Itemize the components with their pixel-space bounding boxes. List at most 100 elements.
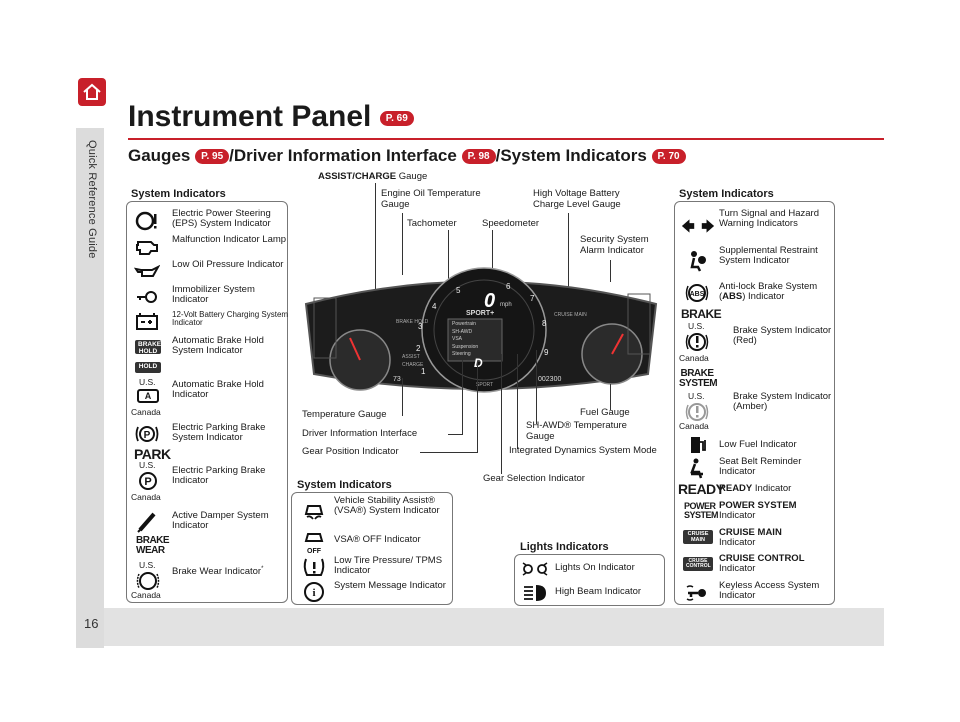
- power-system-text: Indicator: [719, 509, 756, 521]
- cluster-sport-label: SPORT: [476, 382, 494, 388]
- lights-item-label: Lights On Indicator: [555, 562, 635, 573]
- abs-icon: ABS: [683, 282, 711, 304]
- callout-security-alarm: Security System Alarm Indicator: [580, 234, 649, 256]
- airbag-icon: [683, 250, 711, 272]
- svg-text:P: P: [144, 430, 151, 441]
- instrument-cluster: 0 mph SPORT+ Powertrain SH-AWD VSA Suspe…: [298, 264, 664, 399]
- region-canada: Canada: [131, 407, 161, 417]
- callout-hv-battery: High Voltage Battery Charge Level Gauge: [533, 188, 621, 210]
- leader-line: [462, 360, 463, 435]
- power-system-bold: POWER SYSTEM: [719, 500, 797, 511]
- keyless-icon: [683, 582, 711, 604]
- right-item-label: Brake System Indicator (Red): [733, 325, 832, 346]
- sidebar-strip: [76, 128, 104, 648]
- region-us: U.S.: [139, 377, 156, 387]
- fuel-icon: [683, 434, 711, 456]
- lights-item-label: High Beam Indicator: [555, 586, 642, 597]
- cluster-graphic: [304, 267, 658, 393]
- brake-wear-badge: BRAKE WEAR: [136, 535, 170, 556]
- parking-brake-warning-icon: P: [133, 423, 161, 445]
- left-item-label: Brake Wear Indicator*: [172, 566, 292, 577]
- leader-line: [501, 354, 502, 474]
- right-item-label: Seat Belt Reminder Indicator: [719, 456, 802, 477]
- lights-on-icon: [521, 558, 549, 580]
- cluster-unit: mph: [500, 302, 512, 308]
- tach-number: 9: [544, 348, 549, 357]
- oil-can-icon: [133, 260, 161, 282]
- brake-wear-icon: [134, 570, 162, 592]
- right-panel-label: System Indicators: [679, 188, 774, 200]
- callout-driver-info: Driver Information Interface: [302, 428, 418, 439]
- high-beam-icon: [521, 582, 549, 604]
- key-icon: [133, 286, 161, 308]
- center-item-label: VSA® OFF Indicator: [334, 534, 421, 545]
- title-page-ref[interactable]: P. 69: [379, 110, 414, 126]
- leader-line: [610, 260, 611, 282]
- center-indicator-panel: Vehicle Stability Assist® (VSA®) System …: [291, 492, 453, 605]
- leader-line: [568, 213, 569, 331]
- leader-line: [517, 354, 518, 449]
- cluster-speed: 0: [484, 290, 496, 312]
- callout-fuel-gauge: Fuel Gauge: [580, 407, 630, 418]
- center-item-label: Vehicle Stability Assist® (VSA®) System …: [334, 495, 440, 516]
- cruise-main-badge: CRUISE MAIN: [683, 530, 713, 544]
- battery-icon: [133, 310, 161, 332]
- turn-signal-icon: [679, 215, 717, 237]
- svg-text:OFF: OFF: [307, 548, 322, 555]
- center-item-label: System Message Indicator: [334, 580, 446, 591]
- callout-text: Gauge: [396, 171, 428, 182]
- leader-line: [536, 350, 537, 424]
- subtitle-ref-indicators[interactable]: P. 70: [651, 149, 686, 165]
- tire-pressure-icon: [300, 556, 328, 578]
- callout-assist-charge: ASSIST/CHARGE Gauge: [318, 171, 428, 183]
- right-item-label: Keyless Access System Indicator: [719, 580, 820, 601]
- region-canada: Canada: [131, 590, 161, 600]
- right-item-label: Brake System Indicator (Amber): [733, 391, 832, 412]
- brake-wear-text: Brake Wear Indicator: [172, 566, 262, 578]
- title-rule: [128, 138, 884, 140]
- leader-line: [402, 213, 403, 275]
- tach-number: 8: [542, 319, 547, 328]
- footnote-mark: *: [261, 566, 264, 572]
- engine-icon: [133, 235, 161, 257]
- svg-text:ABS: ABS: [690, 291, 705, 298]
- region-us: U.S.: [688, 321, 705, 331]
- tach-number: 7: [530, 294, 535, 303]
- right-item-label: Low Fuel Indicator: [719, 439, 797, 450]
- leader-line: [610, 384, 611, 410]
- section-subtitle: Gauges P. 95/Driver Information Interfac…: [128, 146, 686, 166]
- cruise-control-text: Indicator: [719, 562, 756, 574]
- subtitle-ref-dii[interactable]: P. 98: [461, 149, 496, 165]
- left-item-label: Automatic Brake Hold System Indicator: [172, 335, 264, 356]
- left-item-label: Electric Power Steering (EPS) System Ind…: [172, 208, 271, 229]
- park-icon: P: [134, 470, 162, 492]
- ready-badge: READY: [678, 481, 725, 497]
- left-panel-label: System Indicators: [131, 188, 226, 200]
- page-number: 16: [84, 616, 99, 631]
- left-indicator-panel: Electric Power Steering (EPS) System Ind…: [126, 201, 288, 603]
- cluster-menu-item: SH-AWD: [452, 328, 473, 335]
- callout-temperature-gauge: Temperature Gauge: [302, 409, 387, 420]
- cluster-mode: SPORT+: [466, 310, 495, 317]
- tach-number: 1: [421, 367, 426, 376]
- cluster-assist-label: ASSIST: [402, 354, 420, 360]
- ready-bold: READY: [719, 483, 753, 494]
- region-canada: Canada: [131, 492, 161, 502]
- subtitle-system-indicators: /System Indicators: [495, 146, 647, 165]
- right-item-label: READY Indicator: [719, 484, 834, 494]
- subtitle-ref-gauges[interactable]: P. 95: [195, 149, 230, 165]
- region-canada: Canada: [679, 421, 709, 431]
- cruise-control-badge: CRUISE CONTROL: [683, 557, 713, 571]
- cluster-menu-item: Steering: [452, 351, 471, 357]
- tach-number: 5: [456, 286, 461, 295]
- left-item-label: Electric Parking Brake Indicator: [172, 465, 266, 486]
- brake-hold-badge: BRAKE HOLD: [135, 340, 161, 354]
- leader-line: [448, 434, 462, 435]
- left-item-label: Low Oil Pressure Indicator: [172, 259, 284, 270]
- region-canada: Canada: [679, 353, 709, 363]
- home-button[interactable]: [78, 78, 106, 106]
- left-item-label: Active Damper System Indicator: [172, 510, 269, 531]
- cluster-temp: 73: [393, 376, 401, 383]
